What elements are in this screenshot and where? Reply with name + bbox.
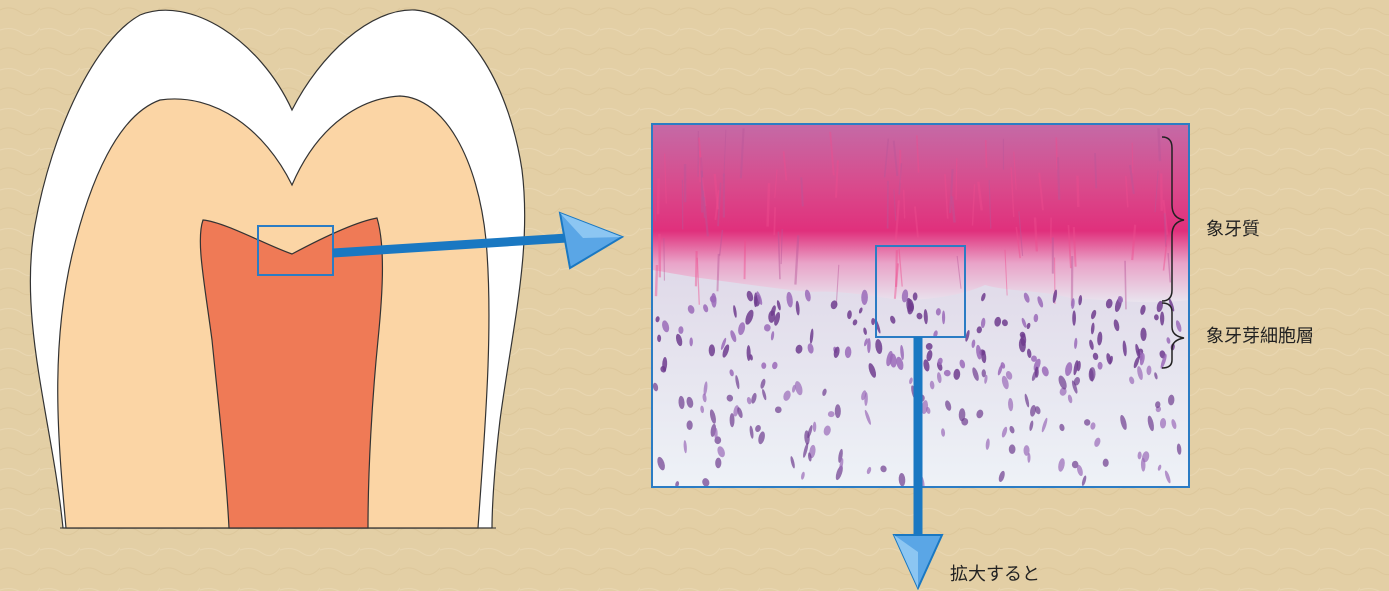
cell-nucleus [714, 428, 717, 440]
dentin-tubule [1125, 261, 1126, 310]
dentin-tubule [956, 158, 957, 200]
dentin-tubule [696, 251, 697, 286]
dentin-tubule [774, 207, 775, 235]
dentin-tubule [1077, 176, 1078, 207]
tooth-cross-section-icon [30, 10, 524, 528]
cell-nucleus [761, 362, 766, 369]
cell-nucleus [1103, 459, 1109, 467]
dentin-tubule [656, 265, 657, 296]
odontoblast-layer-label: 象牙芽細胞層 [1206, 322, 1314, 348]
dentin-tubule [658, 178, 659, 214]
pulp-chamber [200, 218, 382, 528]
cell-nucleus [1160, 312, 1164, 326]
dentin-tubule [1058, 157, 1059, 200]
dentin-tubule [1158, 128, 1159, 161]
dentin-tubule [986, 140, 987, 168]
dentin-tubule [717, 254, 718, 291]
dentin-tubule [768, 183, 769, 226]
dentin-label: 象牙質 [1206, 215, 1260, 241]
dentin-tubule [745, 239, 746, 279]
dentin-tubule [1056, 137, 1057, 169]
dentin-tubule [904, 190, 905, 219]
cell-nucleus [687, 420, 693, 430]
cell-nucleus [1009, 444, 1016, 454]
magnify-label: 拡大すると [950, 560, 1040, 586]
dentin-tubule [1095, 153, 1096, 188]
dentin-tubule [702, 171, 703, 213]
dentin-tubule [664, 238, 665, 281]
